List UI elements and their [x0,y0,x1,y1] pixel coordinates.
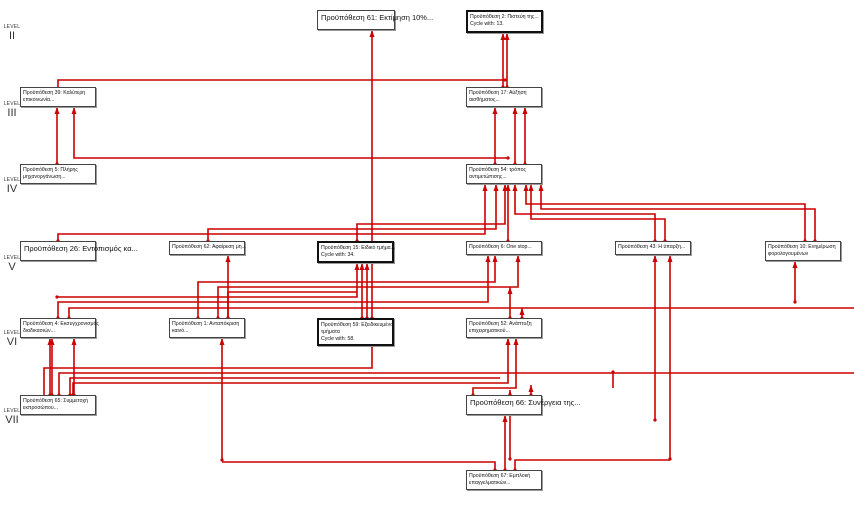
arrowhead-icon [364,263,370,270]
node-prerequisite-39[interactable]: Προϋπόθεση 39: Καλύτερη επικοινωνία... [20,87,96,107]
dependency-edge [57,79,505,87]
node-prerequisite-5[interactable]: Προϋπόθεση 5: Πλήρης μηχανοργάνωση... [20,164,96,184]
dependency-edge [43,346,373,395]
arrowhead-icon [512,107,518,114]
arrowhead-icon [505,338,511,345]
dependency-edge [57,255,489,318]
arrowhead-icon [71,338,77,345]
arrowhead-icon [515,255,521,262]
dependency-edge [472,338,517,395]
edge-joint-dot [653,418,657,422]
node-prerequisite-54[interactable]: Προϋπόθεση 54: τρόπος αντιμετώπισης... [466,164,542,184]
level-label-iii: LEVEL III [3,101,21,119]
node-prerequisite-67[interactable]: Προϋπόθεση 67: Εμπλοκή επαγγελματικών... [466,470,542,490]
node-prerequisite-26[interactable]: Προϋπόθεση 26: Εντοπισμός κα... [20,241,138,261]
dependency-edge [57,263,358,298]
node-prerequisite-52[interactable]: Προϋπόθεση 52: Ανάπτυξη επιχειρηματικού.… [466,318,542,338]
node-prerequisite-6[interactable]: Προϋπόθεση 6: One stop... [466,241,542,255]
node-prerequisite-2[interactable]: Προϋπόθεση 2: Πιστεύη της... Cycle with:… [466,10,543,33]
level-label-ii: LEVEL II [3,24,21,42]
arrowhead-icon [528,184,534,191]
arrowhead-icon [538,184,544,191]
dependency-edge [530,184,666,241]
node-prerequisite-4[interactable]: Προϋπόθεση 4: Εκσυγχρονισμός διαδικασιών… [20,318,99,338]
edge-joint-dot [503,78,507,82]
level-label-vii: LEVEL VII [3,408,21,426]
node-prerequisite-17[interactable]: Προϋπόθεση 17: Αύξηση αισθήματος... [466,87,542,107]
edge-joint-dot [220,458,224,462]
arrowhead-icon [219,338,225,345]
arrowhead-icon [482,184,488,191]
arrowhead-icon [522,107,528,114]
arrowhead-icon [512,184,518,191]
arrowhead-icon [519,308,525,315]
arrowhead-icon [652,255,658,262]
edge-joint-dot [55,295,59,299]
dependency-edge [217,255,519,318]
edge-joint-dot [793,300,797,304]
arrowhead-icon [54,107,60,114]
dependency-edge [227,291,357,318]
arrowhead-icon [500,33,506,40]
edge-joint-dot [508,457,512,461]
node-prerequisite-66[interactable]: Προϋπόθεση 66: Συνέργεια της... [466,395,581,415]
node-prerequisite-62[interactable]: Προϋπόθεση 62: Αφαίρεση μη... [169,241,246,255]
node-prerequisite-65[interactable]: Προϋπόθεση 65: Συμμετοχή εκπροσώπου... [20,395,96,415]
dependency-edge [73,107,508,159]
arrowhead-icon [504,33,510,40]
arrowhead-icon [667,255,673,262]
node-prerequisite-43[interactable]: Προϋπόθεση 43: Η ύπαρξη... [615,241,691,255]
dependency-edge [514,184,656,241]
level-label-vi: LEVEL VI [3,330,21,348]
node-prerequisite-1[interactable]: Προϋπόθεση 1: Ανταπόκριση καινό... [169,318,245,338]
arrowhead-icon [507,287,513,294]
dependency-edge [356,184,506,241]
node-prerequisite-15[interactable]: Προϋπόθεση 15: Ειδικό τμήμα... Cycle wit… [317,241,395,263]
node-prerequisite-10[interactable]: Προϋπόθεση 10: Ενημέρωση φορολογουμένων [765,241,841,261]
dependency-edge [197,255,496,318]
dependency-edge [207,184,497,241]
dependency-edge [68,307,854,318]
arrowhead-icon [502,415,508,422]
node-prerequisite-59[interactable]: Προϋπόθεση 59: Εξειδικευμένα τμήματα Cyc… [317,318,394,346]
arrowhead-icon [492,107,498,114]
arrowhead-icon [485,255,491,262]
dependency-edge [72,338,509,395]
dependency-edge [69,377,500,395]
arrowhead-icon [225,255,231,262]
arrowhead-icon [49,338,55,345]
level-label-v: LEVEL V [3,255,21,273]
arrowhead-icon [523,184,529,191]
arrowhead-icon [492,255,498,262]
level-label-iv: LEVEL IV [3,177,21,195]
dependency-edge [540,184,816,241]
arrowhead-icon [528,385,534,392]
dependency-edge [514,459,670,470]
node-prerequisite-61[interactable]: Προϋπόθεση 61: Εκτίμηση 10%... [317,10,433,30]
arrowhead-icon [513,338,519,345]
arrowhead-icon [505,184,511,191]
arrowhead-icon [71,107,77,114]
dependency-edge [57,184,486,241]
arrowhead-icon [369,30,375,37]
arrowhead-icon [359,263,365,270]
arrowhead-icon [354,263,360,270]
dependency-edge [222,461,496,470]
dependency-edge [58,372,854,395]
edge-joint-dot [506,156,510,160]
arrowhead-icon [493,184,499,191]
edge-joint-dot [611,370,615,374]
arrowhead-icon [792,261,798,268]
dependency-edge [525,184,806,241]
